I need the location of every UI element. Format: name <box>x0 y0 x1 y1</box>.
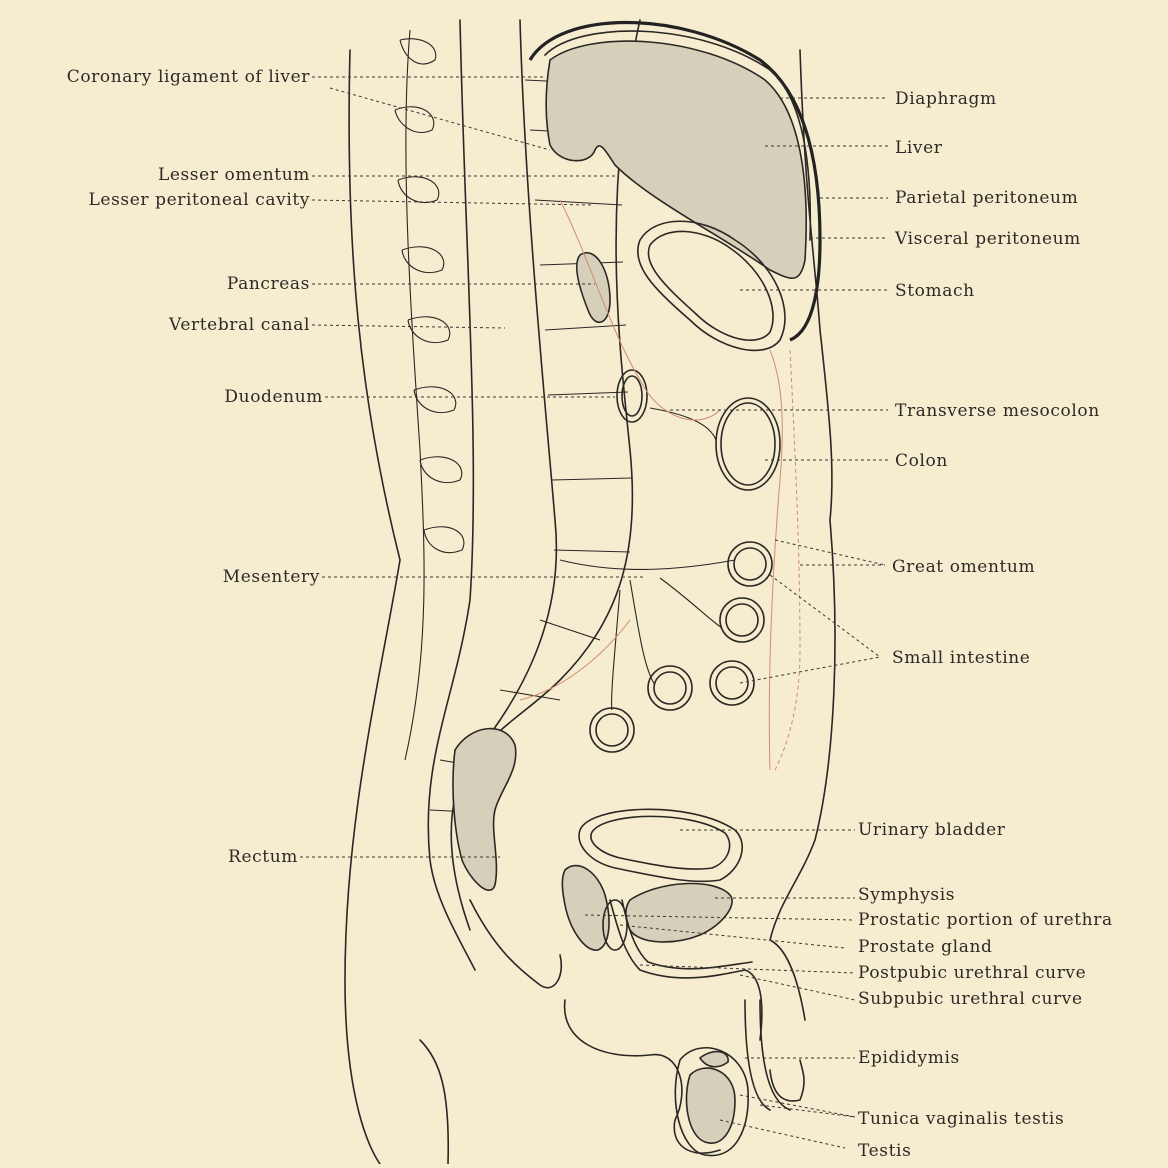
peritoneum-lines <box>520 200 800 770</box>
spine <box>395 20 640 970</box>
leader-lines-right <box>585 98 888 1148</box>
labels-right: Diaphragm Liver Parietal peritoneum Visc… <box>858 89 1113 1161</box>
label-subpubic-curve: Subpubic urethral curve <box>858 989 1083 1009</box>
labels-left: Coronary ligament of liver Lesser omentu… <box>67 67 323 867</box>
label-urinary-bladder: Urinary bladder <box>858 820 1006 840</box>
label-colon: Colon <box>895 451 948 471</box>
vertebral-discs <box>430 80 632 812</box>
label-pancreas: Pancreas <box>227 274 310 294</box>
label-prostatic-urethra: Prostatic portion of urethra <box>858 910 1113 930</box>
label-duodenum: Duodenum <box>224 387 323 407</box>
label-testis: Testis <box>858 1141 911 1161</box>
label-great-omentum: Great omentum <box>892 557 1035 577</box>
label-tunica-vaginalis: Tunica vaginalis testis <box>858 1109 1064 1129</box>
label-lesser-peritoneal-cavity: Lesser peritoneal cavity <box>89 190 310 210</box>
label-postpubic-curve: Postpubic urethral curve <box>858 963 1086 983</box>
label-visceral-peritoneum: Visceral peritoneum <box>894 229 1081 249</box>
diaphragm-liver-group <box>530 23 820 341</box>
label-coronary-ligament: Coronary ligament of liver <box>67 67 311 87</box>
label-stomach: Stomach <box>895 281 975 301</box>
penis <box>745 1000 804 1110</box>
label-liver: Liver <box>895 138 943 158</box>
label-symphysis: Symphysis <box>858 885 955 905</box>
testis <box>686 1068 735 1143</box>
symphysis <box>626 884 732 942</box>
mesentery <box>560 408 735 710</box>
epididymis <box>700 1052 728 1067</box>
duodenum <box>617 370 647 422</box>
label-vertebral-canal: Vertebral canal <box>168 315 310 335</box>
label-lesser-omentum: Lesser omentum <box>158 165 310 185</box>
label-diaphragm: Diaphragm <box>895 89 997 109</box>
rectum <box>453 729 516 891</box>
label-epididymis: Epididymis <box>858 1048 960 1068</box>
urinary-bladder <box>579 809 742 881</box>
testis-group <box>675 1048 748 1156</box>
label-parietal-peritoneum: Parietal peritoneum <box>895 188 1078 208</box>
liver <box>546 41 806 278</box>
label-prostate-gland: Prostate gland <box>858 937 992 957</box>
small-intestine-loops <box>590 542 772 752</box>
prostate-gland <box>562 866 609 951</box>
label-transverse-mesocolon: Transverse mesocolon <box>895 401 1100 421</box>
label-small-intestine: Small intestine <box>892 648 1030 668</box>
label-mesentery: Mesentery <box>223 567 320 587</box>
label-rectum: Rectum <box>228 847 298 867</box>
colon <box>716 398 780 490</box>
